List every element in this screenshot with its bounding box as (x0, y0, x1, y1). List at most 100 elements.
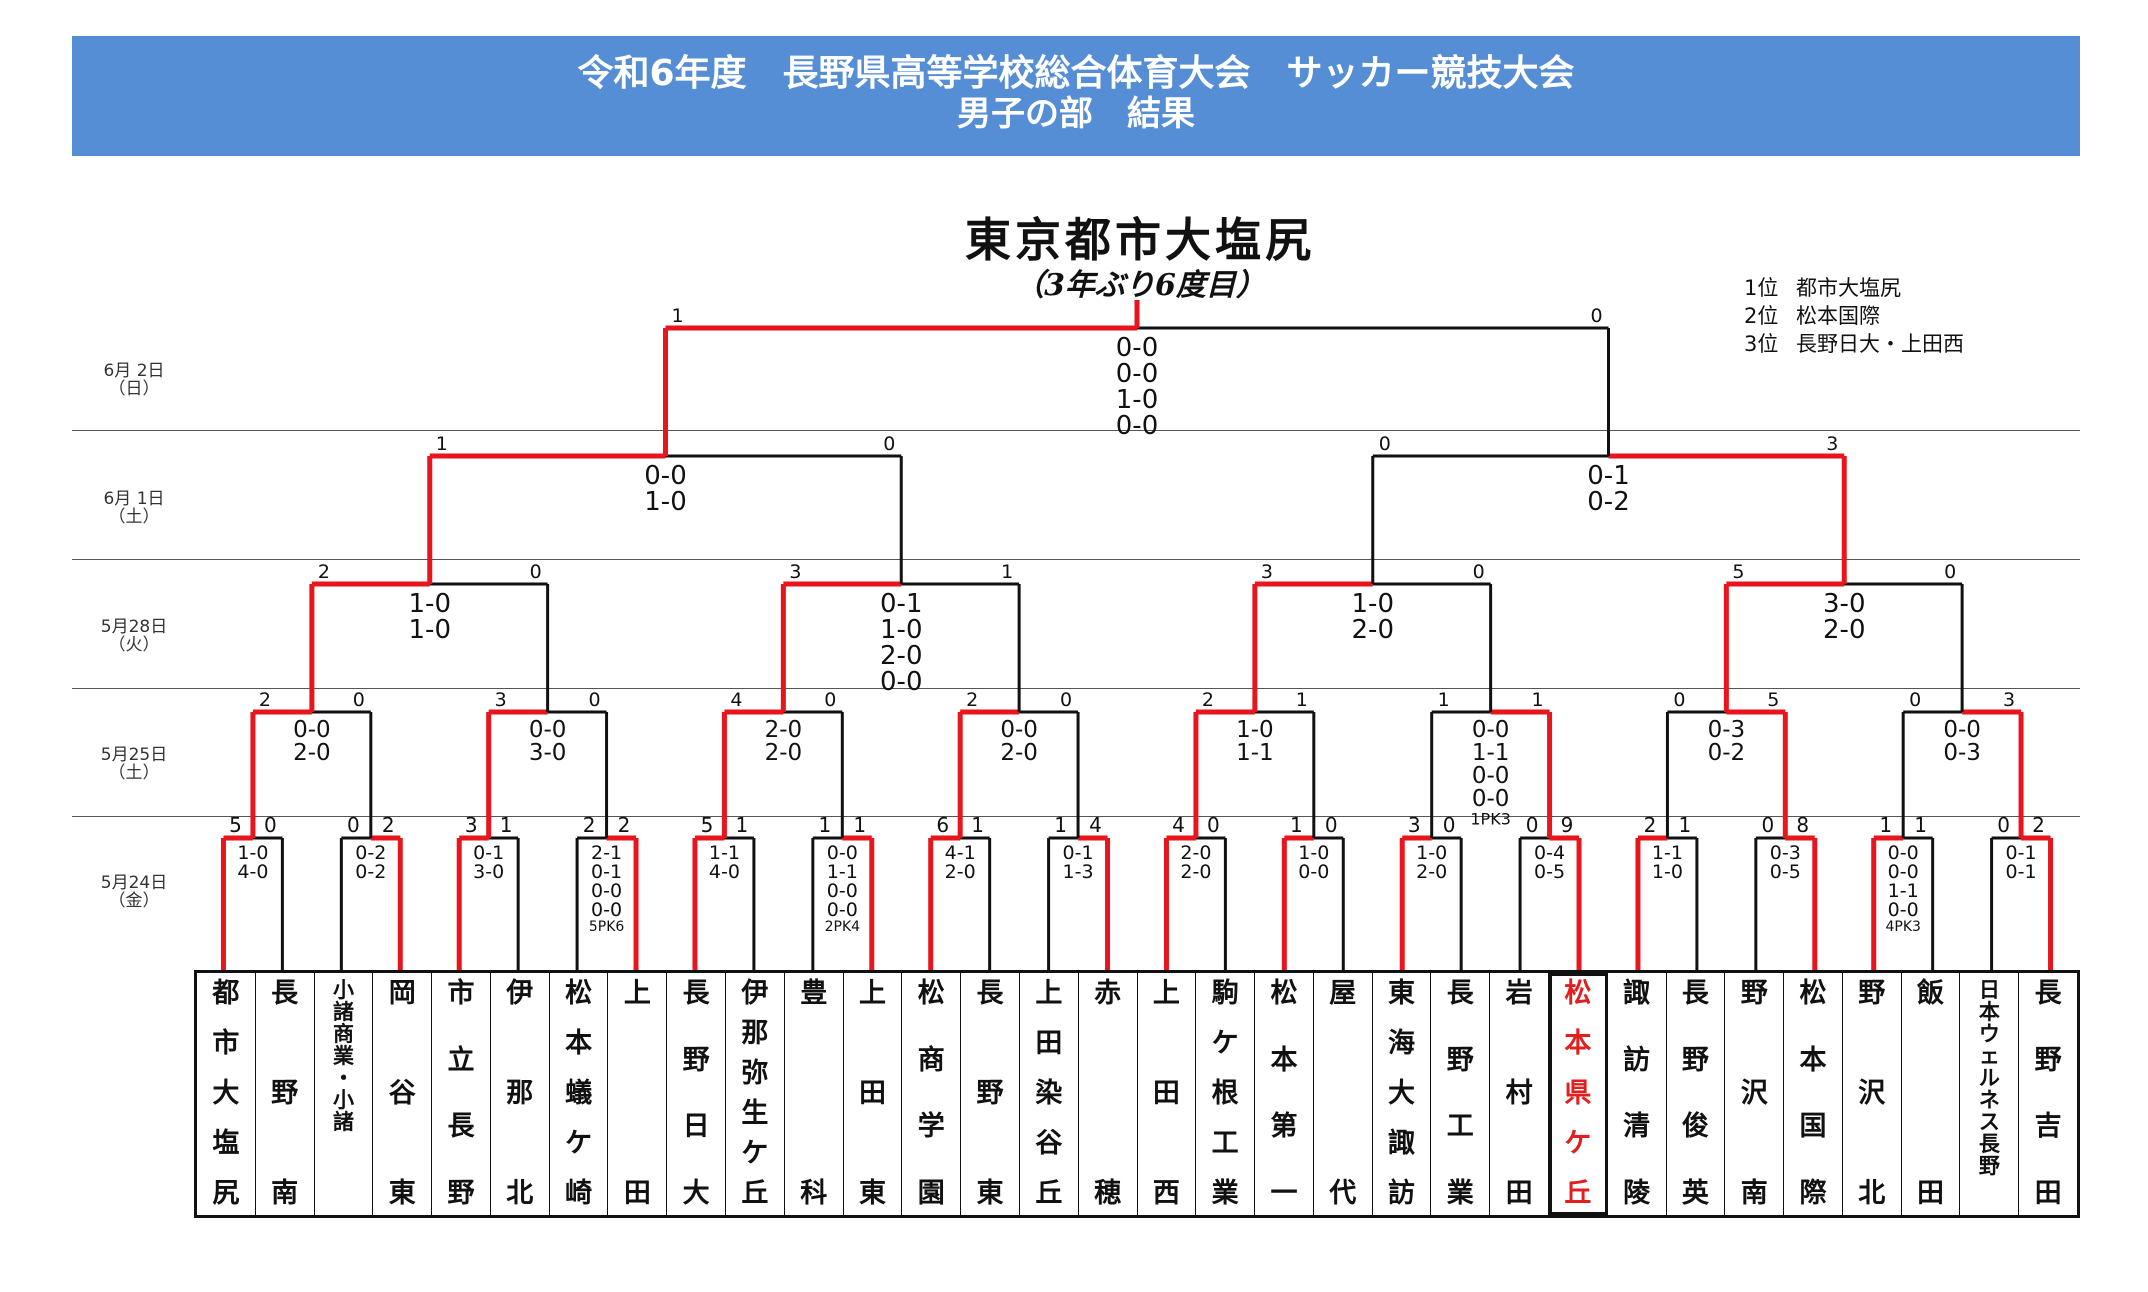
team-char: 北 (506, 1178, 534, 1209)
period-score: 1-1 (1652, 842, 1683, 864)
team-char: 染 (1035, 1078, 1063, 1109)
team-cell: 松本県ケ丘 (1548, 973, 1608, 1215)
side-score: 0 (883, 433, 895, 455)
side-score: 1 (1914, 813, 1927, 837)
team-char: 本 (1799, 1044, 1827, 1076)
side-score: 8 (1796, 813, 1809, 837)
team-char: 一 (1270, 1177, 1298, 1209)
day-text: （土） (108, 763, 160, 783)
period-score: 0-0 (827, 842, 858, 864)
team-char: 沢 (1858, 1078, 1886, 1109)
team-char: ケ (1211, 1028, 1239, 1059)
period-score: 0-1 (1587, 461, 1629, 491)
team-char: 東 (388, 1178, 416, 1209)
team-char: 松 (1270, 978, 1298, 1009)
period-score: 2-0 (765, 717, 803, 743)
side-score: 0 (1207, 813, 1220, 837)
team-char: 学 (917, 1111, 945, 1143)
team-char: 野 (1681, 1044, 1709, 1076)
period-score: 2-0 (880, 641, 922, 671)
period-score: 1-0 (644, 487, 686, 517)
team-char: 立 (447, 1044, 475, 1076)
period-score: 3-0 (529, 740, 567, 766)
team-char: ウ (1978, 1022, 2000, 1046)
team-char: 根 (1211, 1078, 1239, 1109)
side-score: 0 (530, 561, 542, 583)
period-score: 0-0 (1116, 411, 1158, 441)
champion-block: 東京都市大塩尻 （3年ぶり6度目） (960, 212, 1320, 304)
period-score: 1-0 (1416, 842, 1447, 864)
team-char: 長 (447, 1111, 475, 1143)
team-char: 那 (506, 1078, 534, 1109)
side-score: 3 (789, 561, 801, 583)
team-char: 業 (1211, 1178, 1239, 1209)
team-cell: 松本第一 (1255, 973, 1314, 1215)
team-cell: 伊那弥生ケ丘 (726, 973, 785, 1215)
team-char: 英 (1681, 1177, 1709, 1209)
round-date: 5月28日（火） (82, 618, 186, 654)
round-divider (72, 688, 2080, 689)
team-char: 崎 (565, 1178, 593, 1209)
team-cell: 日本ウェルネス長野 (1960, 973, 2020, 1215)
ranking-team: 松本国際 (1796, 304, 1880, 328)
period-score: 1-0 (1652, 861, 1683, 883)
team-char: 東 (976, 1178, 1004, 1209)
team-cell: 松本蟻ケ崎 (550, 973, 609, 1215)
team-char: 穂 (1094, 1178, 1122, 1209)
period-score: 0-5 (1534, 861, 1565, 883)
period-score: 0-1 (2006, 842, 2037, 864)
team-char: ス (1978, 1110, 2000, 1134)
side-score: 3 (2003, 689, 2015, 711)
date-text: 5月25日 (100, 745, 168, 765)
team-char: 松 (1799, 978, 1827, 1009)
team-cell: 市立長野 (432, 973, 491, 1215)
side-score: 0 (1673, 689, 1685, 711)
team-cell: 野沢北 (1843, 973, 1902, 1215)
team-char: 小 (332, 1088, 354, 1112)
team-char: 大 (1388, 1078, 1416, 1109)
side-score: 0 (1909, 689, 1921, 711)
period-score: 0-0 (1000, 717, 1038, 743)
team-char: 海 (1388, 1028, 1416, 1059)
period-score: 0-0 (293, 717, 331, 743)
team-char: 野 (1858, 978, 1886, 1009)
team-char: 丘 (741, 1178, 769, 1209)
round-date: 6月 1日（土） (82, 490, 186, 526)
period-score: 2-0 (1352, 615, 1394, 645)
team-char: 谷 (388, 1078, 416, 1109)
team-char: 長 (1446, 978, 1474, 1009)
ranking-place: 3位 (1744, 332, 1779, 356)
team-char: 大 (212, 1078, 240, 1109)
team-char: ケ (741, 1138, 769, 1169)
side-score: 4 (1089, 813, 1102, 837)
side-score: 1 (736, 813, 749, 837)
team-cell: 小諸商業・小諸 (315, 973, 374, 1215)
team-char: 本 (1270, 1044, 1298, 1076)
team-char: 田 (1035, 1028, 1063, 1059)
period-score: 0-0 (591, 899, 622, 921)
title-banner: 令和6年度 長野県高等学校総合体育大会 サッカー競技大会 男子の部 結果 (72, 36, 2080, 156)
team-cell: 長野日大 (667, 973, 727, 1215)
team-char: 長 (976, 978, 1004, 1009)
team-cell: 長野東 (961, 973, 1020, 1215)
ranking-team: 都市大塩尻 (1796, 276, 1901, 300)
period-score: 0-0 (529, 717, 567, 743)
side-score: 0 (589, 689, 601, 711)
period-score: 0-0 (1472, 786, 1510, 812)
side-score: 1 (436, 433, 448, 455)
side-score: 1 (818, 813, 831, 837)
team-char: 飯 (1917, 978, 1945, 1009)
period-score: 1-0 (1116, 385, 1158, 415)
side-score: 5 (701, 813, 714, 837)
period-score: 3-0 (473, 861, 504, 883)
team-char: 諏 (1623, 978, 1651, 1009)
day-text: （金） (108, 891, 160, 911)
team-char: 弥 (741, 1058, 769, 1089)
team-char: 南 (1740, 1178, 1768, 1209)
team-char: 業 (332, 1044, 354, 1068)
team-char: 市 (447, 978, 475, 1009)
side-score: 2 (318, 561, 330, 583)
team-char: 上 (623, 978, 651, 1009)
side-score: 3 (1408, 813, 1421, 837)
side-score: 5 (1732, 561, 1744, 583)
